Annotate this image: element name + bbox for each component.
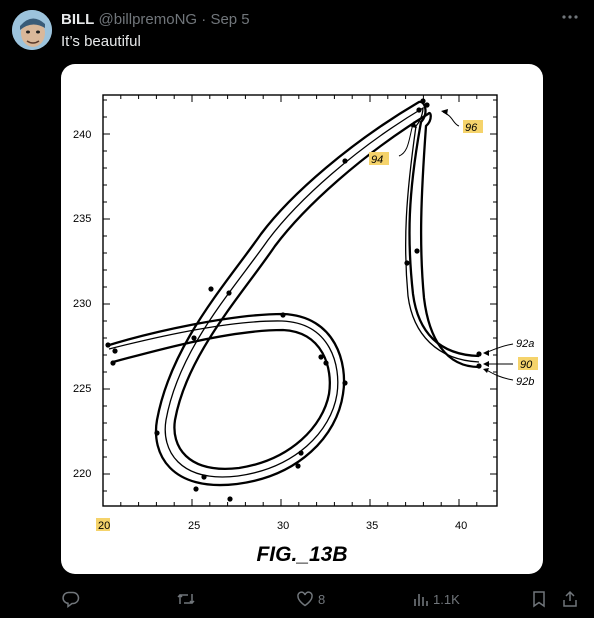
- curve-92b: [112, 111, 480, 470]
- ref-label-96: 96: [465, 122, 478, 134]
- avatar[interactable]: [12, 10, 52, 50]
- retweet-icon: [177, 593, 195, 605]
- data-point: [476, 351, 482, 357]
- ref-label-92b: 92b: [516, 376, 534, 388]
- share-button[interactable]: [561, 588, 579, 610]
- views-count: 1.1K: [433, 591, 460, 607]
- display-name[interactable]: BILL: [61, 11, 95, 28]
- x-tick-label: 25: [188, 520, 200, 532]
- tweet-header: BILL @billpremoNG · Sep 5: [61, 11, 250, 28]
- data-point: [342, 158, 348, 164]
- views-icon: [414, 594, 428, 606]
- curve-92a: [105, 100, 480, 487]
- data-point: [342, 380, 348, 386]
- data-point: [404, 260, 410, 266]
- data-point: [298, 450, 304, 456]
- bookmark-icon: [533, 591, 545, 608]
- separator: ·: [201, 11, 207, 28]
- x-tick-label: 35: [366, 520, 378, 532]
- y-tick-label: 230: [73, 298, 91, 310]
- tweet-date[interactable]: Sep 5: [210, 11, 250, 28]
- share-icon: [563, 590, 577, 607]
- reply-button[interactable]: [62, 588, 80, 610]
- more-icon[interactable]: [560, 8, 580, 28]
- tweet-image[interactable]: 240 235 230 225 220 20 25 30 35 40: [61, 64, 543, 574]
- data-point: [476, 363, 482, 369]
- views-button[interactable]: 1.1K: [413, 588, 460, 610]
- tweet-text: It’s beautiful: [61, 33, 141, 50]
- ref-label-94: 94: [371, 154, 383, 166]
- data-point: [226, 290, 232, 296]
- like-icon: [297, 591, 313, 607]
- arrowheads: [411, 109, 489, 373]
- x-tick-label: 40: [455, 520, 467, 532]
- y-tick-label: 225: [73, 383, 91, 395]
- data-point: [318, 354, 324, 360]
- handle[interactable]: @billpremoNG: [98, 11, 198, 28]
- data-point: [154, 430, 160, 436]
- data-point: [105, 342, 111, 348]
- ref-label-90: 90: [520, 359, 533, 371]
- plot-frame: [102, 94, 498, 507]
- bookmark-button[interactable]: [531, 588, 547, 610]
- retweet-button[interactable]: [176, 588, 196, 610]
- like-count: 8: [318, 591, 326, 607]
- x-tick-label: 20: [98, 520, 110, 532]
- reply-icon: [62, 591, 80, 608]
- data-point: [110, 360, 116, 366]
- ref-label-92a: 92a: [516, 338, 534, 350]
- data-point: [208, 286, 214, 292]
- like-button[interactable]: 8: [296, 588, 325, 610]
- action-bar: 8 1.1K: [0, 588, 594, 610]
- data-point: [193, 486, 199, 492]
- y-tick-label: 235: [73, 213, 91, 225]
- y-tick-label: 220: [73, 468, 91, 480]
- data-point: [280, 312, 286, 318]
- data-point: [227, 496, 233, 502]
- figure-caption: FIG._13B: [256, 543, 347, 566]
- x-tick-label: 30: [277, 520, 289, 532]
- data-point: [414, 248, 420, 254]
- data-points: [105, 98, 482, 502]
- curve-group: [105, 100, 480, 487]
- data-point: [112, 348, 118, 354]
- data-point: [191, 335, 197, 341]
- data-point: [424, 102, 430, 108]
- data-point: [420, 98, 426, 104]
- data-point: [201, 474, 207, 480]
- y-tick-label: 240: [73, 129, 91, 141]
- patent-figure: 240 235 230 225 220 20 25 30 35 40: [73, 94, 538, 566]
- data-point: [416, 107, 422, 113]
- data-point: [323, 360, 329, 366]
- data-point: [295, 463, 301, 469]
